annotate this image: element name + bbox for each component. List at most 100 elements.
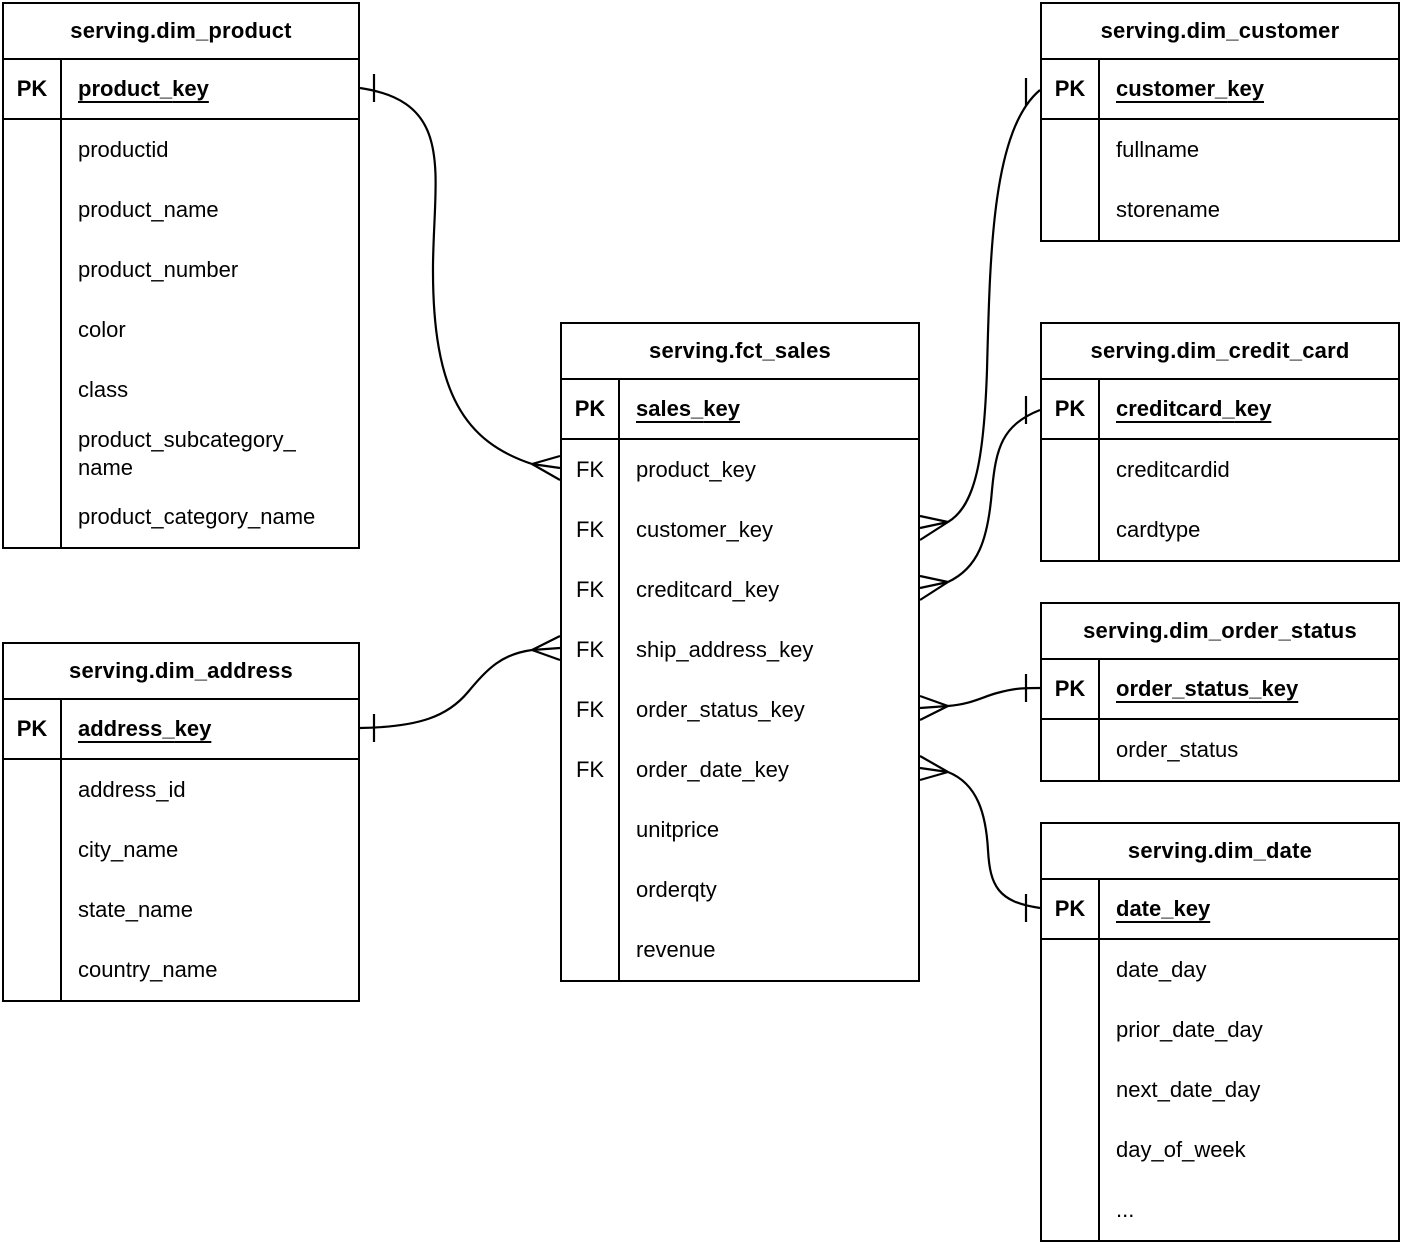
fk-badge: FK <box>562 500 620 560</box>
field-label: color <box>62 300 358 360</box>
table-row-dim_address-state-name: state_name <box>4 880 358 940</box>
field-label: product_subcategory_name <box>62 420 358 487</box>
crow-foot-lower <box>531 648 561 662</box>
crow-foot-lower <box>919 705 949 721</box>
field-text: unitprice <box>636 817 720 843</box>
table-row-dim_date-next-date-day: next_date_day <box>1042 1060 1398 1120</box>
field-text: date_day <box>1116 957 1207 983</box>
table-row-dim_order_status-order-status: order_status <box>1042 720 1398 780</box>
empty-badge <box>4 760 62 820</box>
pk-badge: PK <box>562 380 620 438</box>
crow-foot-middle <box>919 766 949 774</box>
field-text: address_key <box>78 716 212 742</box>
table-row-dim_address-address-id: address_id <box>4 760 358 820</box>
pk-badge: PK <box>4 60 62 118</box>
crow-foot-middle <box>919 704 949 710</box>
field-text: order_status_key <box>1116 676 1299 702</box>
field-text: fullname <box>1116 137 1200 163</box>
field-text: state_name <box>78 897 193 923</box>
relationship-order_date <box>919 755 1041 922</box>
crow-foot-middle <box>531 462 561 470</box>
field-text: product_name <box>78 197 219 223</box>
relationship-curve <box>947 686 1041 708</box>
field-text: next_date_day <box>1116 1077 1261 1103</box>
empty-badge <box>4 940 62 1000</box>
crow-foot-upper <box>919 755 949 773</box>
table-row-dim_product-product-subcategory-name: product_subcategory_name <box>4 420 358 487</box>
crow-foot-middle <box>919 580 949 590</box>
field-label: productid <box>62 120 358 180</box>
field-label: city_name <box>62 820 358 880</box>
empty-badge <box>1042 940 1100 1000</box>
table-row-dim_address-city-name: city_name <box>4 820 358 880</box>
field-text: product_category_name <box>78 504 316 530</box>
empty-badge <box>4 360 62 420</box>
empty-badge <box>1042 440 1100 500</box>
field-label: storename <box>1100 180 1398 240</box>
field-label: next_date_day <box>1100 1060 1398 1120</box>
field-label: customer_key <box>620 500 918 560</box>
field-label: order_date_key <box>620 740 918 800</box>
empty-badge <box>4 300 62 360</box>
empty-badge <box>562 800 620 860</box>
table-row-dim_date--: ... <box>1042 1180 1398 1240</box>
fk-badge: FK <box>562 440 620 500</box>
field-label: prior_date_day <box>1100 1000 1398 1060</box>
crow-foot-lower <box>919 581 949 601</box>
field-text: storename <box>1116 197 1220 223</box>
table-row-fct_sales-unitprice: unitprice <box>562 800 918 860</box>
field-label: cardtype <box>1100 500 1398 560</box>
field-text: creditcardid <box>1116 457 1230 483</box>
field-label: product_key <box>62 60 358 118</box>
table-row-dim_product-color: color <box>4 300 358 360</box>
field-text: address_id <box>78 777 186 803</box>
field-label: product_name <box>62 180 358 240</box>
field-label: order_status_key <box>1100 660 1398 718</box>
relationship-customer <box>919 78 1041 541</box>
field-label: class <box>62 360 358 420</box>
table-row-fct_sales-ship-address-key: FK ship_address_key <box>562 620 918 680</box>
empty-badge <box>4 240 62 300</box>
field-label: fullname <box>1100 120 1398 180</box>
table-title-dim_product: serving.dim_product <box>4 4 358 60</box>
crow-foot-upper <box>919 574 949 584</box>
table-row-dim_customer-fullname: fullname <box>1042 120 1398 180</box>
field-label: product_category_name <box>62 487 358 547</box>
crow-foot-lower <box>919 521 949 541</box>
field-label: ... <box>1100 1180 1398 1240</box>
empty-badge <box>4 420 62 487</box>
table-row-dim_address-country-name: country_name <box>4 940 358 1000</box>
empty-badge <box>1042 1180 1100 1240</box>
field-label: creditcard_key <box>1100 380 1398 438</box>
empty-badge <box>4 120 62 180</box>
field-text: ... <box>1116 1197 1135 1223</box>
field-text: revenue <box>636 937 716 963</box>
field-text: creditcard_key <box>636 577 780 603</box>
field-text: order_date_key <box>636 757 789 783</box>
table-title-dim_order_status: serving.dim_order_status <box>1042 604 1398 660</box>
field-text: productid <box>78 137 169 163</box>
pk-badge: PK <box>1042 380 1100 438</box>
field-text: ship_address_key <box>636 637 814 663</box>
fk-badge: FK <box>562 740 620 800</box>
table-title-dim_address: serving.dim_address <box>4 644 358 700</box>
crow-foot-lower <box>919 770 949 782</box>
table-row-dim_product-product-number: product_number <box>4 240 358 300</box>
table-row-dim_date-day-of-week: day_of_week <box>1042 1120 1398 1180</box>
field-label: ship_address_key <box>620 620 918 680</box>
fk-badge: FK <box>562 620 620 680</box>
empty-badge <box>1042 180 1100 240</box>
field-label: sales_key <box>620 380 918 438</box>
